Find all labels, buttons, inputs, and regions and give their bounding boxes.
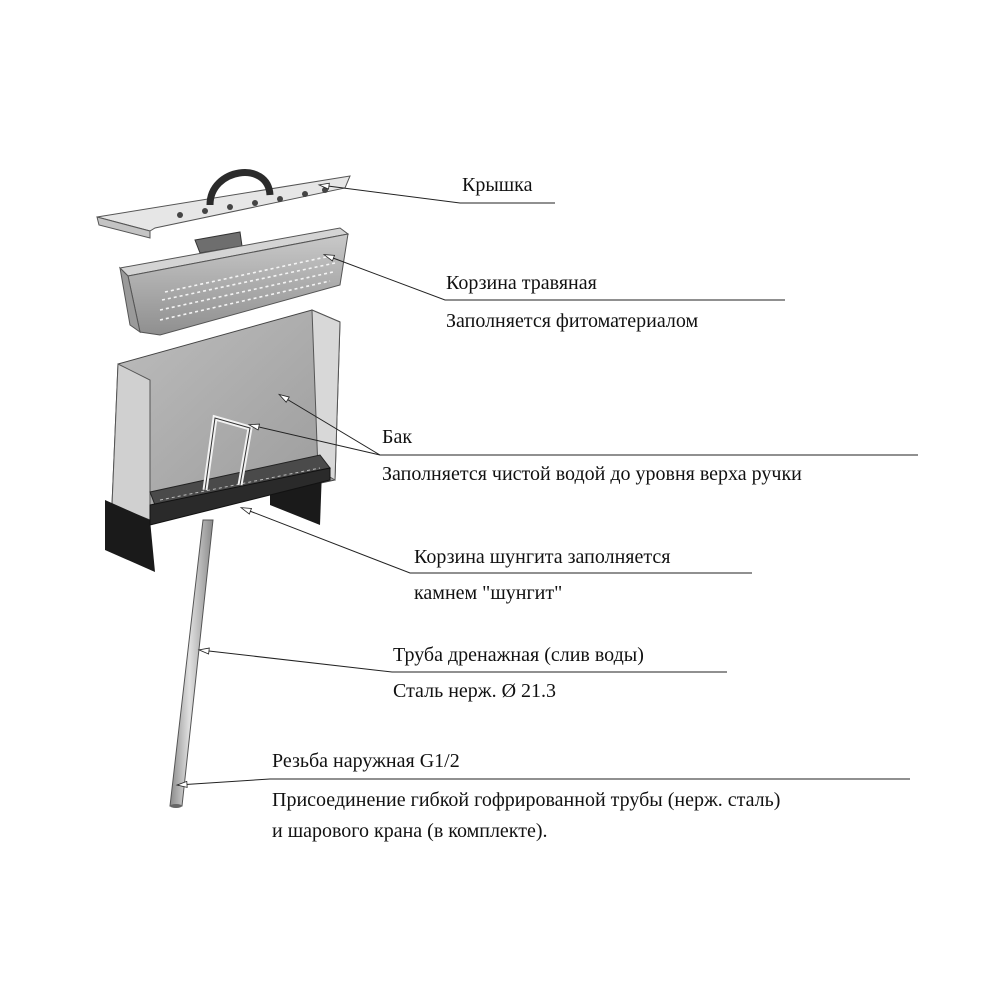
callout-tank: Бак Заполняется чистой водой до уровня в…: [382, 426, 802, 485]
lid-label: Крышка: [462, 174, 533, 196]
thread-note-line2: и шарового крана (в комплекте).: [272, 820, 548, 842]
shungite-basket-note: камнем "шунгит": [414, 582, 562, 604]
callout-thread: Резьба наружная G1/2 Присоединение гибко…: [272, 750, 780, 842]
herb-basket-label: Корзина травяная: [446, 272, 597, 294]
thread-note-line1: Присоединение гибкой гофрированной трубы…: [272, 789, 780, 811]
callout-lid: Крышка: [462, 174, 533, 196]
leader-lines: [175, 182, 918, 788]
tank-label: Бак: [382, 426, 412, 448]
lid-part: [96, 169, 351, 254]
tank-note: Заполняется чистой водой до уровня верха…: [382, 463, 802, 485]
drain-pipe-label: Труба дренажная (слив воды): [393, 644, 644, 666]
callout-herb-basket: Корзина травяная Заполняется фитоматериа…: [446, 272, 699, 332]
tank-part: [105, 309, 341, 572]
herb-basket-part: [118, 227, 350, 336]
callout-shungite-basket: Корзина шунгита заполняется камнем "шунг…: [414, 546, 670, 604]
callout-drain-pipe: Труба дренажная (слив воды) Сталь нерж. …: [393, 644, 644, 702]
drain-pipe-note: Сталь нерж. Ø 21.3: [393, 680, 556, 702]
shungite-basket-label: Корзина шунгита заполняется: [414, 546, 670, 568]
herb-basket-note: Заполняется фитоматериалом: [446, 310, 699, 332]
drain-pipe-part: [169, 519, 214, 808]
thread-label: Резьба наружная G1/2: [272, 750, 460, 772]
